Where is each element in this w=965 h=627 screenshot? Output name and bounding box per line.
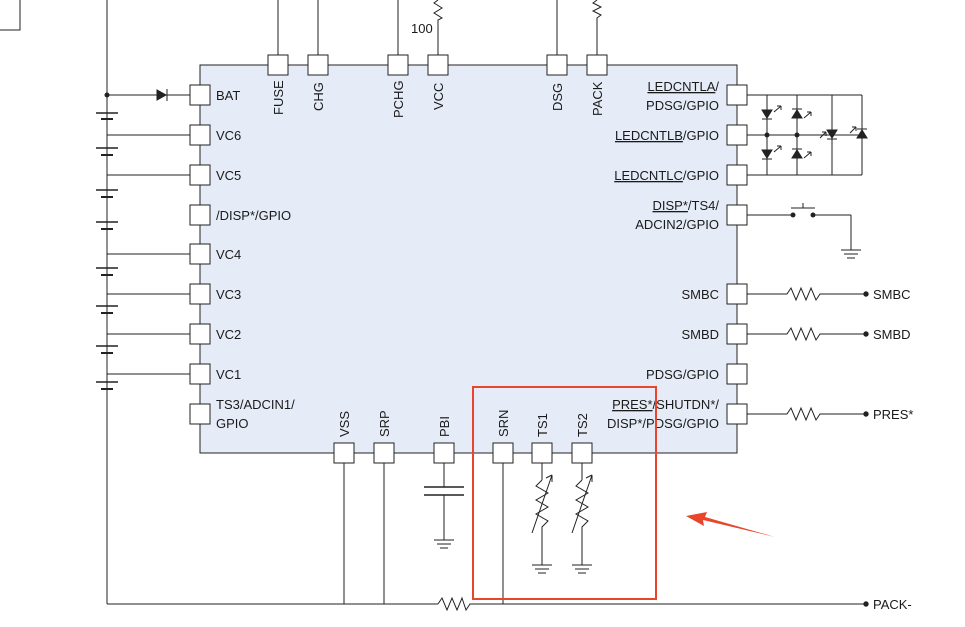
pin-label-disp-ts4: DISP*/TS4/ — [653, 198, 720, 213]
pin-label-pchg: PCHG — [391, 80, 406, 118]
net-label-pack-minus: PACK- — [873, 597, 912, 612]
pin-label-ledcntla: LEDCNTLA/ — [647, 79, 719, 94]
frame-fragment — [0, 0, 21, 31]
ts1-thermistor — [535, 479, 549, 565]
net-label-smbc: SMBC — [873, 287, 911, 302]
sense-resistor — [437, 596, 825, 612]
pin-label-pres: PRES*/SHUTDN*/ — [612, 397, 719, 412]
pin-label-vc5: VC5 — [216, 168, 241, 183]
pin-label-ts3-line1: TS3/ADCIN1/ — [216, 397, 295, 412]
battery-cells — [96, 112, 118, 390]
left-pins — [189, 84, 211, 425]
pin-label-ts2: TS2 — [575, 413, 590, 437]
annotation-arrow-icon — [686, 512, 775, 537]
ic-body — [199, 64, 738, 454]
pin-label-ts3-line2: GPIO — [216, 416, 249, 431]
smbc-resistor — [747, 286, 866, 302]
pin-label-vc1: VC1 — [216, 367, 241, 382]
pin-label-srn: SRN — [496, 410, 511, 437]
led-array — [747, 94, 868, 176]
pin-label-vc2: VC2 — [216, 327, 241, 342]
smbd-resistor — [747, 326, 866, 342]
top-pins — [267, 54, 608, 76]
pin-label-smbc: SMBC — [681, 287, 719, 302]
pin-label-adcin2: ADCIN2/GPIO — [635, 217, 719, 232]
ts2-thermistor — [575, 479, 589, 565]
net-label-pres: PRES* — [873, 407, 913, 422]
pin-label-ledcntlb: LEDCNTLB/GPIO — [615, 128, 719, 143]
resistor-value-label: 100 — [411, 21, 433, 36]
pin-label-ledcntlc: LEDCNTLC/GPIO — [614, 168, 719, 183]
highlight-box — [472, 386, 657, 600]
pin-label-srp: SRP — [377, 410, 392, 437]
pin-label-fuse: FUSE — [271, 80, 286, 115]
pin-label-vcc: VCC — [431, 83, 446, 110]
pin-label-ts1: TS1 — [535, 413, 550, 437]
pin-label-pdsg-gpio: PDSG/GPIO — [646, 367, 719, 382]
pbi-ground-icon — [434, 539, 454, 549]
bottom-pins — [333, 442, 593, 464]
disp-switch — [747, 203, 861, 259]
pack-resistor — [591, 0, 603, 22]
pin-label-ledcntla-line2: PDSG/GPIO — [646, 98, 719, 113]
pin-label-vc4: VC4 — [216, 247, 241, 262]
net-label-smbd: SMBD — [873, 327, 911, 342]
pin-label-pbi: PBI — [437, 416, 452, 437]
pin-label-disp-gpio: /DISP*/GPIO — [216, 208, 291, 223]
pin-label-chg: CHG — [311, 82, 326, 111]
ts2-ground-icon — [572, 564, 592, 574]
pres-resistor — [747, 406, 866, 422]
pin-label-pres-line2: DISP*/PDSG/GPIO — [607, 416, 719, 431]
pin-label-vss: VSS — [337, 411, 352, 437]
pin-label-bat: BAT — [216, 88, 240, 103]
ts1-ground-icon — [532, 564, 552, 574]
pin-label-vc3: VC3 — [216, 287, 241, 302]
pin-label-smbd: SMBD — [681, 327, 719, 342]
pin-label-pack: PACK — [590, 81, 605, 116]
bat-diode — [156, 89, 168, 101]
pin-label-dsg: DSG — [550, 83, 565, 111]
vcc-resistor — [433, 0, 444, 38]
pin-label-vc6: VC6 — [216, 128, 241, 143]
